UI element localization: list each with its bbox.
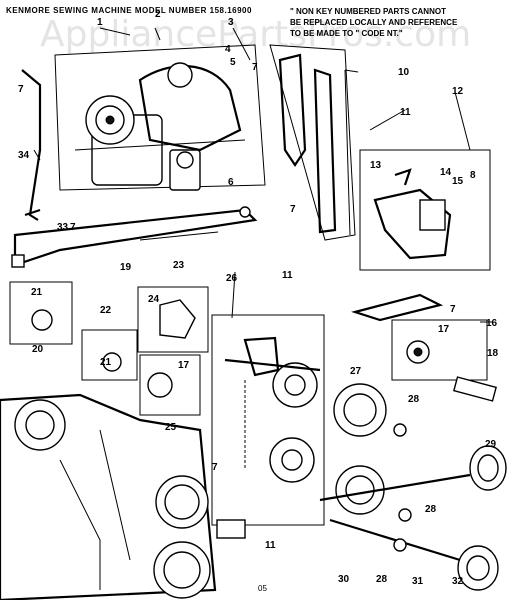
- callout-18: 18: [487, 348, 499, 359]
- callout-2: 2: [155, 9, 161, 20]
- callout-11c: 11: [265, 540, 276, 551]
- bracket-10: [269, 44, 356, 241]
- callout-14: 14: [440, 167, 452, 178]
- callout-7c: 7: [290, 204, 296, 215]
- callout-26: 26: [226, 273, 238, 284]
- callout-13: 13: [370, 160, 382, 171]
- callout-7b: 7: [252, 62, 258, 73]
- callout-28c: 28: [376, 574, 388, 585]
- dials: [319, 383, 507, 591]
- callouts: 1 2 3 4 5 6 7 7 7 7 7 7 8 10 11 11 11 12…: [18, 9, 499, 587]
- callout-10: 10: [398, 67, 410, 78]
- callout-7e: 7: [212, 462, 218, 473]
- upper-assembly: [54, 44, 266, 191]
- box-26: [211, 314, 325, 526]
- callout-30: 30: [338, 574, 350, 585]
- notice-line: TO BE MADE TO " CODE NT.": [290, 29, 403, 38]
- notice-line: BE REPLACED LOCALLY AND REFERENCE: [290, 18, 458, 27]
- callout-17a: 17: [438, 324, 450, 335]
- callout-34: 34: [18, 150, 30, 161]
- callout-31: 31: [412, 576, 424, 587]
- callout-16: 16: [486, 318, 498, 329]
- callout-20: 20: [32, 344, 44, 355]
- callout-7f: 7: [70, 222, 76, 233]
- callout-11a: 11: [400, 107, 411, 118]
- box-12: [359, 149, 491, 271]
- callout-29: 29: [485, 439, 497, 450]
- callout-15: 15: [452, 176, 464, 187]
- callout-25: 25: [165, 422, 177, 433]
- callout-33: 33: [57, 222, 69, 233]
- lower-machine: [0, 393, 246, 600]
- callout-8: 8: [470, 170, 476, 181]
- callout-5: 5: [230, 57, 236, 68]
- callout-21b: 21: [100, 357, 112, 368]
- notice-line: " NON KEY NUMBERED PARTS CANNOT: [290, 7, 446, 16]
- callout-6: 6: [228, 177, 234, 188]
- callout-22: 22: [100, 305, 112, 316]
- callout-24: 24: [148, 294, 160, 305]
- callout-19: 19: [120, 262, 132, 273]
- callout-27: 27: [350, 366, 362, 377]
- parts-notice: " NON KEY NUMBERED PARTS CANNOT BE REPLA…: [290, 6, 515, 39]
- callout-3: 3: [228, 17, 234, 28]
- box-16: [351, 293, 497, 402]
- callout-1: 1: [97, 17, 103, 28]
- callout-11b: 11: [282, 270, 293, 281]
- callout-17b: 17: [178, 360, 190, 371]
- callout-28a: 28: [408, 394, 420, 405]
- callout-23: 23: [173, 260, 185, 271]
- callout-7a: 7: [18, 84, 24, 95]
- callout-21a: 21: [31, 287, 43, 298]
- callout-4: 4: [225, 44, 231, 55]
- left-lever: [11, 69, 258, 268]
- callout-7d: 7: [450, 304, 456, 315]
- diagram-title: KENMORE SEWING MACHINE MODEL NUMBER 158.…: [6, 6, 252, 15]
- callout-12: 12: [452, 86, 464, 97]
- leader-lines: [33, 27, 492, 323]
- callout-28b: 28: [425, 504, 437, 515]
- page-number: 05: [258, 584, 267, 593]
- small-parts: [9, 281, 209, 416]
- callout-32: 32: [452, 576, 464, 587]
